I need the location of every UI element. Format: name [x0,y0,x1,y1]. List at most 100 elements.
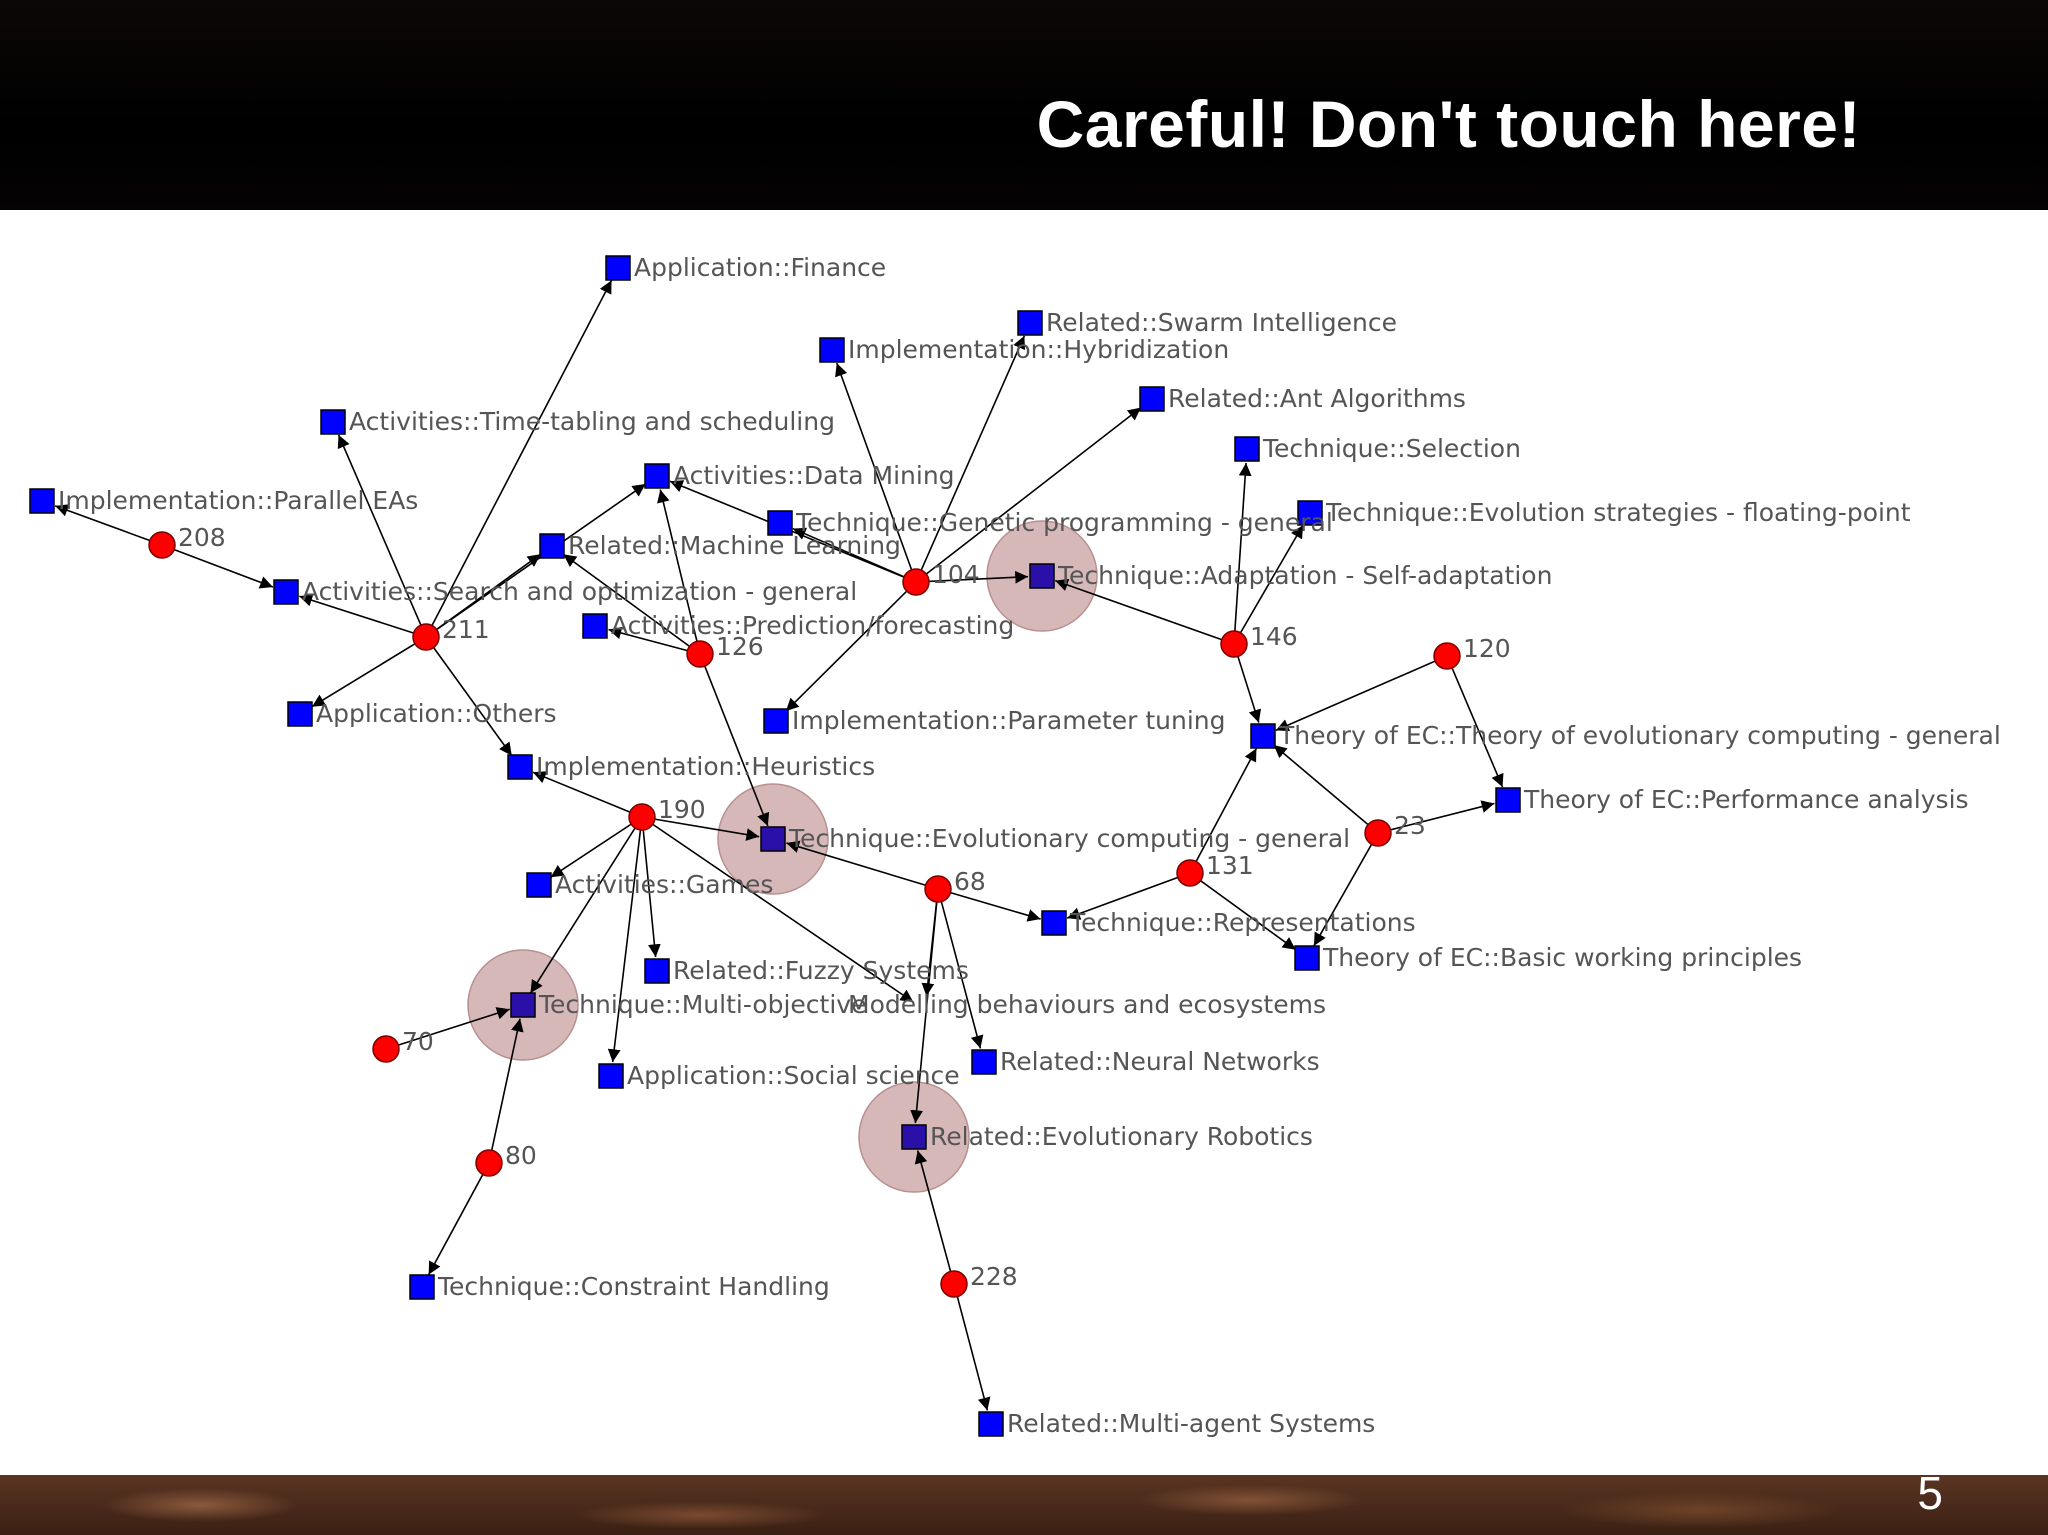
category-node-constraint [409,1274,435,1300]
category-node-selection [1234,436,1260,462]
category-label-basic: Theory of EC::Basic working principles [1322,943,1802,972]
cluster-label-126: 126 [716,632,764,661]
category-label-perf: Theory of EC::Performance analysis [1523,785,1969,814]
cluster-label-208: 208 [178,523,226,552]
edge-c208-search [172,548,274,589]
cluster-node-70 [372,1035,400,1063]
edge-c68-neural [940,900,984,1049]
edge-c68-ecgen [786,840,927,887]
category-label-repr: Technique::Representations [1069,908,1416,937]
category-label-timetab: Activities::Time-tabling and scheduling [349,407,835,436]
cluster-node-23 [1364,819,1392,847]
cluster-node-120 [1433,642,1461,670]
page-number: 5 [1917,1467,1943,1519]
category-node-ml [539,533,565,559]
category-label-multiobj: Technique::Multi-objective [538,990,866,1019]
category-node-adapt [1029,563,1055,589]
category-node-finance [605,255,631,281]
cluster-node-68 [924,875,952,903]
cluster-label-228: 228 [970,1262,1018,1291]
edge-c211-others [311,642,417,708]
edge-c120-theorygen [1275,660,1437,732]
edge-c211-search [299,594,415,635]
category-node-evostrat [1297,500,1323,526]
cluster-label-23: 23 [1394,811,1426,840]
category-node-neural [971,1049,997,1075]
edge-c190-heur [532,771,632,814]
category-label-finance: Application::Finance [634,253,886,282]
category-label-parallel: Implementation::Parallel EAs [58,486,418,515]
category-label-evostrat: Technique::Evolution strategies - floati… [1325,498,1911,527]
category-label-heur: Implementation::Heuristics [536,752,875,781]
category-label-modelling: Modelling behaviours and ecosystems [848,990,1326,1019]
category-node-games [526,872,552,898]
cluster-node-126 [686,640,714,668]
category-label-predict: Activities::Prediction/forecasting [611,611,1014,640]
edge-c211-finance [430,280,613,627]
category-node-ecgen [760,826,786,852]
category-node-ant [1139,386,1165,412]
cluster-label-104: 104 [932,560,980,589]
category-node-predict [582,613,608,639]
edge-c126-ecgen [703,664,770,827]
cluster-node-208 [148,531,176,559]
category-label-search: Activities::Search and optimization - ge… [302,577,857,606]
cluster-label-68: 68 [954,867,986,896]
category-label-paramtune: Implementation::Parameter tuning [792,706,1226,735]
cluster-label-70: 70 [402,1027,434,1056]
cluster-node-146 [1220,630,1248,658]
category-node-perf [1495,787,1521,813]
category-label-adapt: Technique::Adaptation - Self-adaptation [1057,561,1552,590]
category-node-datamining [644,463,670,489]
category-label-constraint: Technique::Constraint Handling [437,1272,830,1301]
edge-c80-constraint [427,1173,484,1276]
edge-c190-multiobj [529,826,637,994]
cluster-node-80 [475,1149,503,1177]
edge-c126-ml [562,553,691,648]
edge-c131-theorygen [1194,747,1258,863]
edge-c228-robotics [914,1150,952,1273]
edge-c80-multiobj [490,1018,524,1152]
edge-c190-ecgen [653,818,760,841]
edge-c190-games [550,822,633,878]
category-label-ml: Related::Machine Learning [568,531,901,560]
cluster-node-104 [902,568,930,596]
cluster-label-211: 211 [442,615,490,644]
category-label-others: Application::Others [316,699,557,728]
edge-c190-fuzzy [642,828,661,958]
edge-c208-parallel [54,504,152,542]
category-label-datamining: Activities::Data Mining [673,461,955,490]
edge-c104-swarm [920,335,1026,572]
edge-c146-evostrat [1239,524,1304,635]
edge-c23-perf [1389,800,1495,831]
category-label-social: Application::Social science [627,1061,960,1090]
category-node-paramtune [763,708,789,734]
category-node-basic [1294,945,1320,971]
category-label-gp: Technique::Genetic programming - general [795,508,1333,537]
category-node-heur [507,754,533,780]
cluster-node-131 [1176,859,1204,887]
edge-c131-basic [1199,879,1297,951]
edge-c104-ant [924,406,1142,576]
category-node-fuzzy [644,958,670,984]
edge-c23-basic [1313,843,1373,947]
cluster-node-211 [412,623,440,651]
edge-c228-multiagent [956,1295,991,1411]
category-label-swarm: Related::Swarm Intelligence [1046,308,1397,337]
category-label-fuzzy: Related::Fuzzy Systems [673,956,969,985]
edge-c190-social [607,828,642,1063]
cluster-label-146: 146 [1250,622,1298,651]
edge-c146-adapt [1054,578,1223,641]
edge-c68-modelling [921,900,938,997]
cluster-label-80: 80 [505,1141,537,1170]
edge-c23-theorygen [1273,744,1370,826]
category-node-gp [767,510,793,536]
category-label-hybrid: Implementation::Hybridization [848,335,1229,364]
edge-c104-paramtune [785,589,909,712]
category-label-ant: Related::Ant Algorithms [1168,384,1466,413]
edge-c126-datamining [657,489,698,643]
edge-c104-hybrid [835,362,913,571]
edge-c68-repr [949,891,1041,922]
